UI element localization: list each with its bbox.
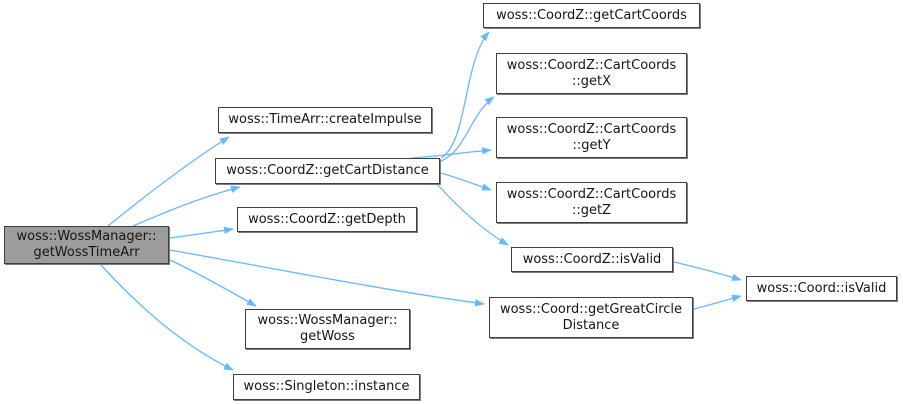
- node-wossmanager-getwosstimearr[interactable]: woss::WossManager:: getWossTimeArr: [4, 226, 169, 264]
- edge-getcartdistance-getx: [440, 96, 495, 162]
- edge-getgreatcircledistance-coordisvalid: [693, 294, 742, 310]
- node-cartcoords-getz[interactable]: woss::CoordZ::CartCoords ::getZ: [496, 182, 687, 223]
- edge-getcartdistance-getz: [440, 172, 492, 191]
- node-coordz-isvalid[interactable]: woss::CoordZ::isValid: [511, 247, 673, 272]
- node-coordz-getdepth[interactable]: woss::CoordZ::getDepth: [237, 207, 417, 232]
- edge-getwosstimearr-getcartdistance: [132, 185, 241, 227]
- edge-getwosstimearr-instance: [99, 263, 234, 371]
- node-coord-isvalid[interactable]: woss::Coord::isValid: [746, 276, 897, 301]
- edge-getwosstimearr-getgreatcircledistance: [169, 249, 485, 307]
- edge-getwosstimearr-createimpulse: [107, 136, 230, 227]
- node-cartcoords-getx[interactable]: woss::CoordZ::CartCoords ::getX: [496, 53, 687, 94]
- edge-getcartdistance-coordzisvalid: [436, 183, 509, 246]
- edge-getwosstimearr-getdepth: [169, 226, 234, 239]
- edge-getcartdistance-gety: [411, 147, 492, 159]
- edge-getwosstimearr-getwoss: [169, 259, 257, 307]
- edge-getcartdistance-getcartcoords: [440, 31, 490, 159]
- node-coordz-getcartcoords[interactable]: woss::CoordZ::getCartCoords: [483, 3, 700, 28]
- node-cartcoords-gety[interactable]: woss::CoordZ::CartCoords ::getY: [496, 117, 687, 158]
- node-singleton-instance[interactable]: woss::Singleton::instance: [233, 374, 420, 400]
- node-coord-getgreatcircledistance[interactable]: woss::Coord::getGreatCircle Distance: [489, 297, 693, 338]
- edge-coordzisvalid-coordisvalid: [673, 261, 742, 281]
- node-coordz-getcartdistance[interactable]: woss::CoordZ::getCartDistance: [215, 158, 440, 184]
- node-wossmanager-getwoss[interactable]: woss::WossManager:: getWoss: [245, 309, 410, 349]
- node-timearr-createimpulse[interactable]: woss::TimeArr::createImpulse: [218, 107, 432, 133]
